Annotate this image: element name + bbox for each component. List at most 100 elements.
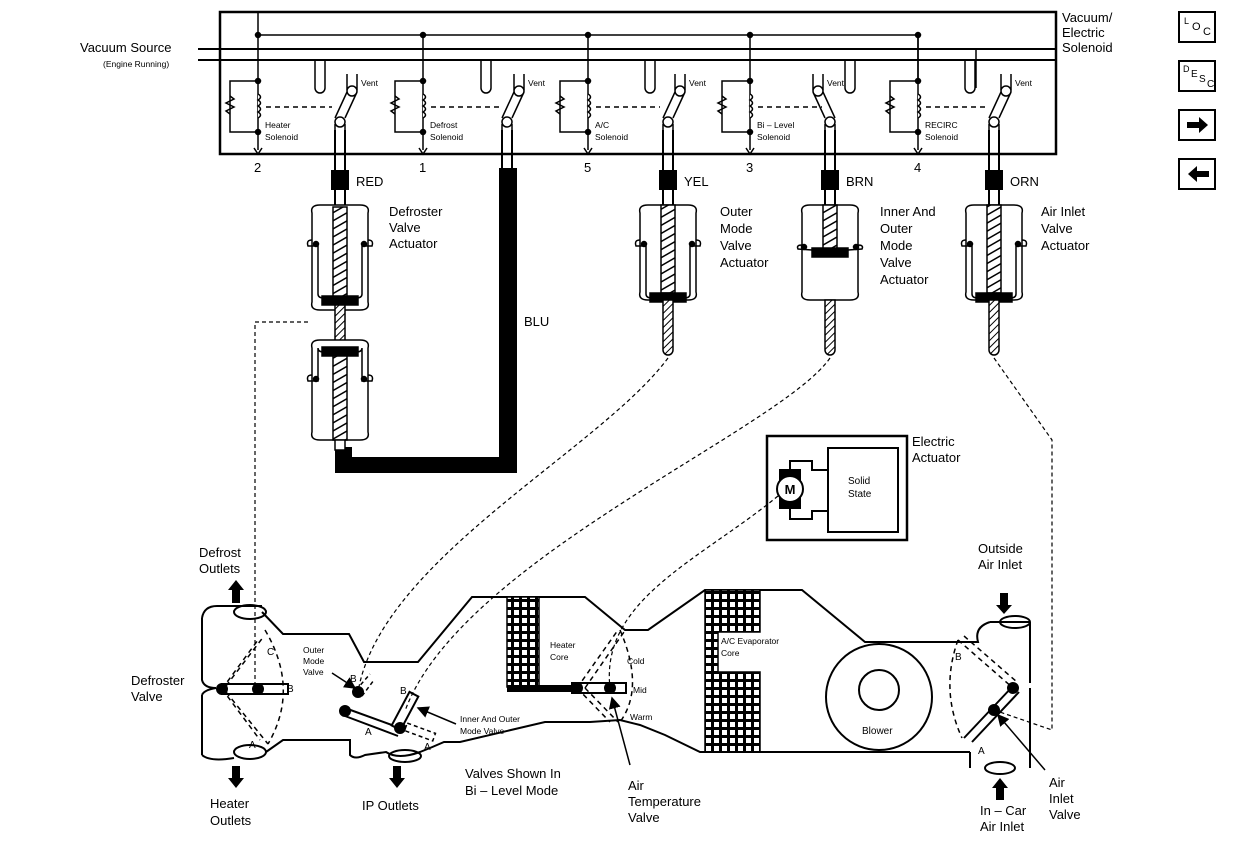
desc-d: D [1183,64,1190,74]
inner-outer-mode-valve-label-2: Mode Valve [460,726,505,736]
description-button[interactable]: D E S C [1178,60,1216,92]
heater-outlets-label-2: Outlets [210,813,252,828]
outer-mode-valve-label-3: Valve [303,667,324,677]
defrost-arrow-up-icon [228,580,244,603]
block-title-line-3: Solenoid [1062,40,1113,55]
outer-mode-pos-b: B [350,674,357,685]
solenoid-name: A/C [595,120,609,130]
outer-actuator-label-3: Valve [720,238,752,253]
block-title-line-2: Electric [1062,25,1105,40]
hose-connectors [331,168,1003,473]
defroster-actuator-label-1: Defroster [389,204,443,219]
solenoid-name: Solenoid [925,132,958,142]
inner-outer-linkage [404,357,831,712]
electric-actuator [765,434,909,542]
yel-connector [659,170,677,190]
solenoid-terminal-number: 5 [584,160,591,175]
hose-label-orn: ORN [1010,174,1039,189]
loc-c: C [1203,26,1211,38]
solenoid-name: Solenoid [757,132,790,142]
air-inlet-pos-a: A [978,746,985,757]
in-car-label-1: In – Car [980,803,1027,818]
air-inlet-actuator-label-2: Valve [1041,221,1073,236]
valves [216,629,1020,745]
evaporator-label-2: Core [721,648,740,658]
inner-mode-pos-b: B [400,686,407,697]
in-car-arrow-up-icon [992,778,1008,800]
vacuum-actuators [306,204,1028,451]
evaporator-label-1: A/C Evaporator [721,636,779,646]
temp-pos-cold: Cold [627,656,645,666]
defroster-pos-a: A [249,740,256,751]
air-inlet-pos-b: B [955,652,962,663]
solenoid-name: Solenoid [430,132,463,142]
previous-button[interactable] [1178,158,1216,190]
electric-actuator-label-1: Electric [912,434,955,449]
vent-label: Vent [528,78,546,88]
vacuum-source-label: Vacuum Source [80,40,172,55]
outer-actuator-label-1: Outer [720,204,753,219]
inner-outer-actuator-label-2: Outer [880,221,913,236]
motor-label: M [785,482,796,497]
defrost-outlets-label-2: Outlets [199,561,241,576]
heater-core-label-1: Heater [550,640,576,650]
solid-state-label-1: Solid [848,476,870,487]
blower-label: Blower [862,726,893,737]
air-inlet-actuator [960,204,1028,356]
heater-outlets-label-1: Heater [210,796,250,811]
outer-actuator-label-4: Actuator [720,255,769,270]
block-title-line-1: Vacuum/ [1062,10,1113,25]
hose-label-blu: BLU [524,314,549,329]
ip-outlets-label: IP Outlets [362,798,419,813]
hvac-duct-outline [201,589,1031,775]
in-car-label-2: Air Inlet [980,819,1024,834]
solenoid-name: Solenoid [595,132,628,142]
defroster-pos-b: B [287,684,294,695]
mode-note-line-2: Bi – Level Mode [465,783,558,798]
linkage-lines [254,321,1053,731]
air-inlet-valve-label-1: Air [1049,775,1066,790]
vent-label: Vent [361,78,379,88]
next-button[interactable] [1178,109,1216,141]
blower [825,643,933,751]
solenoid-unit [716,31,856,156]
flow-arrows [228,580,1012,800]
red-connector [331,170,349,190]
location-button[interactable]: L O C [1178,11,1216,43]
solenoid-name: Solenoid [265,132,298,142]
temp-pos-warm: Warm [630,712,652,722]
engine-running-note: (Engine Running) [103,59,169,69]
solenoid-terminal-number: 4 [914,160,921,175]
pointer-arrows [331,672,1046,771]
solenoid-terminal-number: 2 [254,160,261,175]
electric-actuator-label-2: Actuator [912,450,961,465]
loc-l: L [1184,16,1190,26]
desc-s: S [1199,74,1206,85]
brn-connector [821,170,839,190]
defroster-linkage [254,321,308,689]
outside-air-arrow-down-icon [996,593,1012,614]
temp-pos-mid: Mid [633,685,647,695]
defroster-actuator-lower [306,339,374,451]
inner-outer-mode-actuator [796,204,864,356]
ip-arrow-down-icon [389,766,405,788]
desc-c: C [1207,79,1215,90]
defroster-valve-label-2: Valve [131,689,163,704]
inner-outer-actuator-label-5: Actuator [880,272,929,287]
solenoid-terminal-number: 3 [746,160,753,175]
hose-label-brn: BRN [846,174,873,189]
heater-core-base [507,685,577,692]
air-temp-valve-label-3: Valve [628,810,660,825]
vent-label: Vent [689,78,707,88]
air-inlet-linkage [993,357,1053,731]
heater-arrow-down-icon [228,766,244,788]
air-inlet-actuator-label-1: Air Inlet [1041,204,1085,219]
desc-e: E [1191,69,1198,80]
inner-outer-actuator-label-1: Inner And [880,204,936,219]
mode-note-line-1: Valves Shown In [465,766,561,781]
arrow-left-icon [1188,166,1209,182]
defrost-outlets-label-1: Defrost [199,545,241,560]
outer-mode-valve-label-2: Mode [303,656,325,666]
orn-connector [985,170,1003,190]
